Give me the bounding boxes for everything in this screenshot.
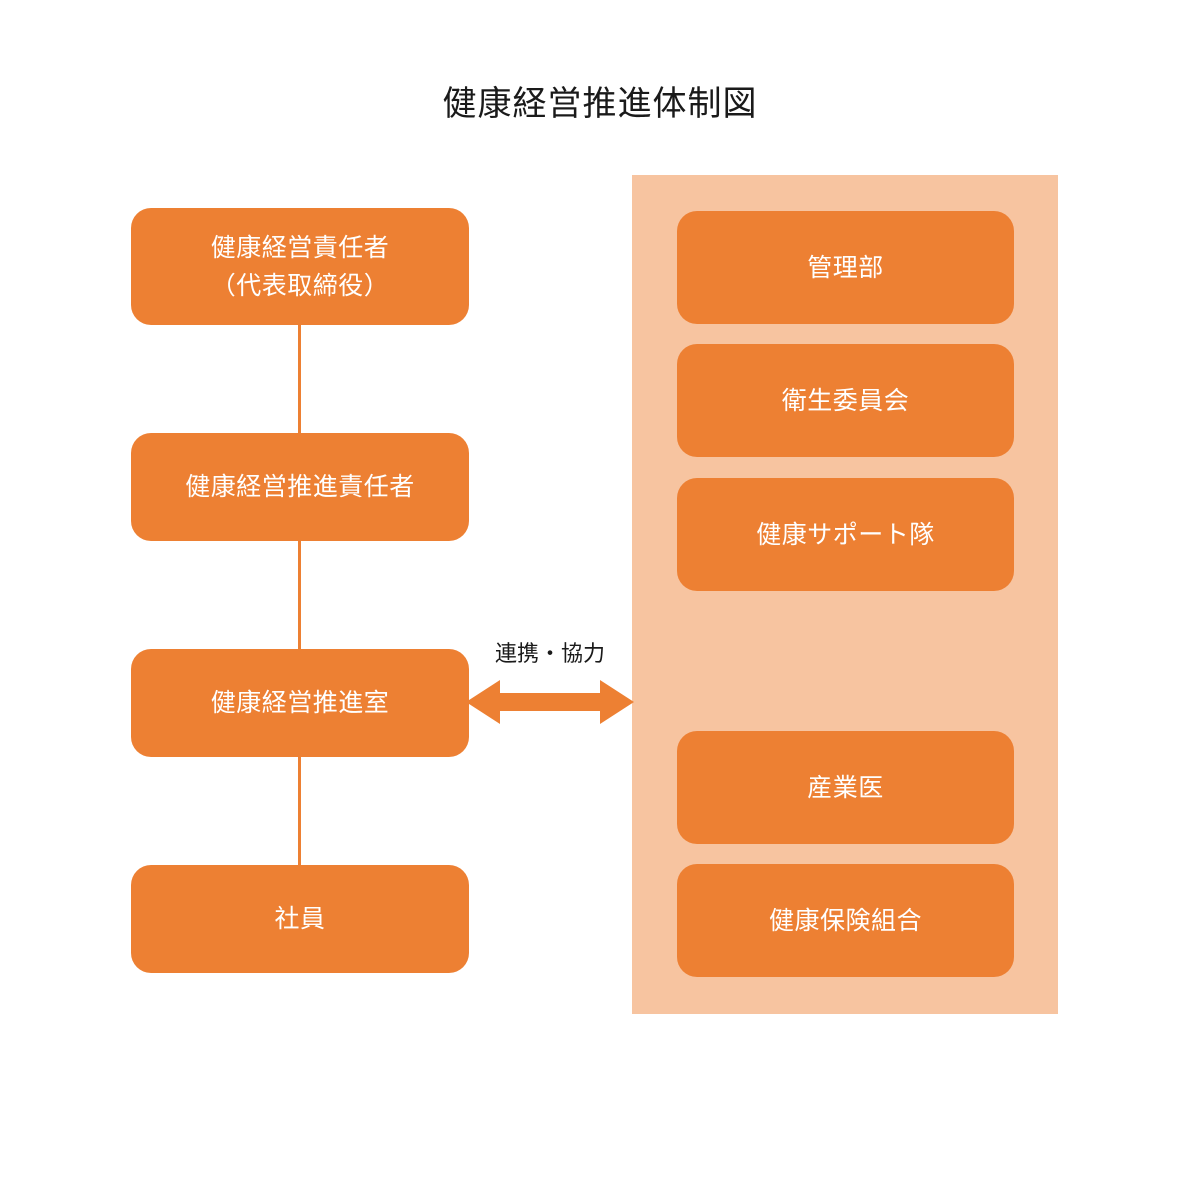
node-health-safety-committee-label: 衛生委員会 bbox=[781, 386, 910, 415]
node-occupational-physician[interactable]: 産業医 bbox=[677, 731, 1014, 844]
node-occupational-physician-label: 産業医 bbox=[807, 773, 884, 802]
node-admin-department-label: 管理部 bbox=[807, 253, 884, 282]
node-health-safety-committee[interactable]: 衛生委員会 bbox=[677, 344, 1014, 457]
connector-promotion-manager-to-office bbox=[298, 541, 301, 649]
node-health-support-team-label: 健康サポート隊 bbox=[756, 520, 935, 549]
node-health-manager-label: 健康経営責任者 （代表取締役） bbox=[210, 233, 390, 300]
node-health-insurance-association[interactable]: 健康保険組合 bbox=[677, 864, 1014, 977]
node-promotion-office[interactable]: 健康経営推進室 bbox=[131, 649, 469, 757]
double-headed-arrow bbox=[466, 679, 634, 725]
arrow-label-cooperation: 連携・協力 bbox=[494, 641, 605, 666]
node-employees[interactable]: 社員 bbox=[131, 865, 469, 973]
connector-office-to-employees bbox=[298, 757, 301, 865]
connector-manager-to-promotion-manager bbox=[298, 325, 301, 433]
node-health-support-team[interactable]: 健康サポート隊 bbox=[677, 478, 1014, 591]
node-admin-department[interactable]: 管理部 bbox=[677, 211, 1014, 324]
node-health-insurance-association-label: 健康保険組合 bbox=[768, 906, 922, 935]
node-promotion-office-label: 健康経営推進室 bbox=[210, 689, 390, 717]
node-employees-label: 社員 bbox=[274, 905, 326, 933]
node-health-manager[interactable]: 健康経営責任者 （代表取締役） bbox=[131, 208, 469, 325]
arrow-shape bbox=[466, 680, 634, 724]
node-promotion-manager-label: 健康経営推進責任者 bbox=[185, 473, 415, 501]
page-title: 健康経営推進体制図 bbox=[442, 85, 758, 123]
node-promotion-manager[interactable]: 健康経営推進責任者 bbox=[131, 433, 469, 541]
